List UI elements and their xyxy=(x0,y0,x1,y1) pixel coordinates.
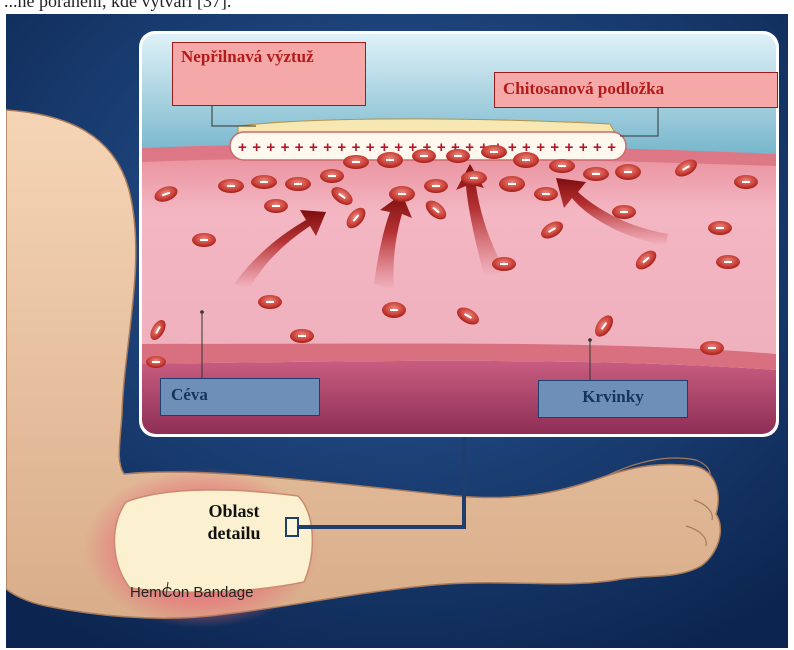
vessel-leader-dot xyxy=(200,310,204,314)
label-backing-text: Nepřilnavá výztuž xyxy=(181,47,314,66)
label-vessel: Céva xyxy=(160,378,320,416)
detail-area-label: Oblast detailu xyxy=(186,500,282,544)
label-backing: Nepřilnavá výztuž xyxy=(172,42,366,106)
caption-text: ...ne poranění, kde vytváří [37]. xyxy=(4,0,231,12)
illustration: +++++++++++++++++++++++++++ xyxy=(6,14,788,648)
illustration-svg: +++++++++++++++++++++++++++ xyxy=(6,14,788,648)
label-blood-cells: Krvinky xyxy=(538,380,688,418)
detail-marker xyxy=(286,518,298,536)
label-chitosan-pad: Chitosanová podložka xyxy=(494,72,778,108)
caption-fragment: ...ne poranění, kde vytváří [37]. xyxy=(0,0,794,14)
label-blood-cells-text: Krvinky xyxy=(582,387,643,406)
label-vessel-text: Céva xyxy=(171,385,208,404)
bandage-label: HemCon Bandage xyxy=(130,584,253,601)
vessel xyxy=(142,144,776,368)
label-chitosan-pad-text: Chitosanová podložka xyxy=(503,79,664,98)
detail-area-line-2: detailu xyxy=(186,522,282,544)
detail-area-line-1: Oblast xyxy=(186,500,282,522)
cells-leader-dot xyxy=(588,338,592,342)
